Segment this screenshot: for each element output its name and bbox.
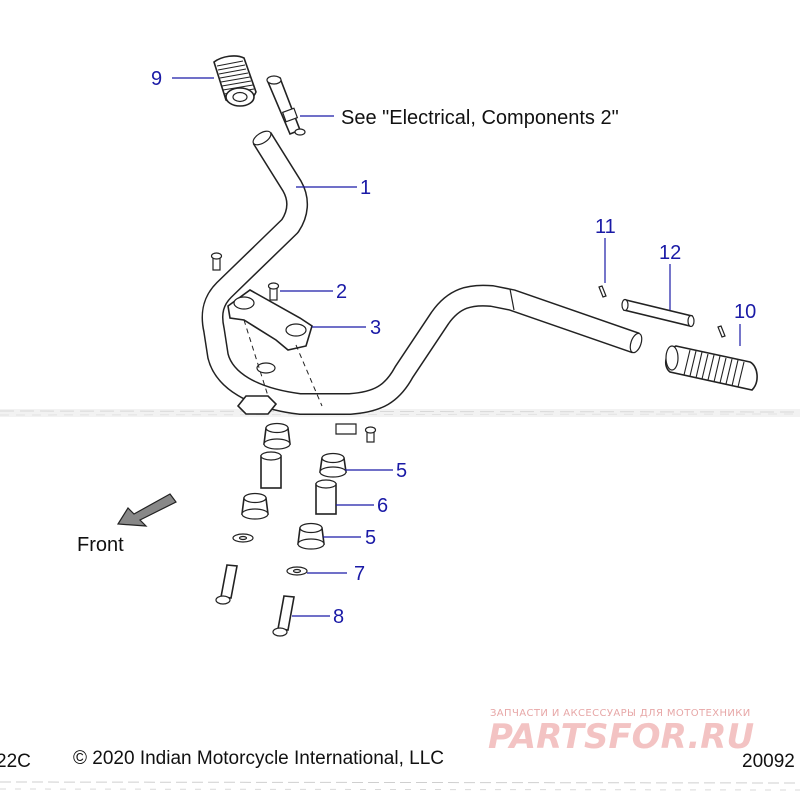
watermark-tagline: ЗАПЧАСТИ И АКСЕССУАРЫ ДЛЯ МОТОТЕХНИКИ [490,708,751,719]
front-arrow [116,493,177,527]
top-clamp [227,289,313,351]
callout-11: 11 [595,216,616,238]
callout-8: 8 [333,606,344,628]
riser-bolt-right [364,426,377,443]
left-bolt [215,564,238,605]
pin-right [717,325,726,338]
right-bushing-bottom [297,522,325,550]
callout-9: 9 [151,68,162,90]
diagram-code-right: 20092 [742,751,795,772]
right-grip [664,345,758,391]
callout-5-top: 5 [396,460,407,482]
throttle-sensor [266,75,306,136]
clamp-bolt-right [267,282,280,301]
handlebar [201,130,643,415]
right-bolt [272,595,295,637]
callout-6: 6 [377,495,388,517]
clamp-bolt-left [210,252,223,271]
pin-left [598,285,607,298]
electrical-reference-note: See "Electrical, Components 2" [341,107,619,129]
right-washer [286,566,308,576]
callout-10: 10 [734,301,756,323]
scan-band [0,409,800,791]
callout-5-bottom: 5 [365,527,376,549]
callout-3: 3 [370,317,381,339]
assembly-lines [243,319,323,407]
left-throttle-grip [213,55,257,107]
right-spacer [315,479,337,515]
right-bushing-top [319,452,347,478]
front-label: Front [77,534,124,556]
copyright-notice: © 2020 Indian Motorcycle International, … [73,748,444,769]
bar-end-shaft [621,298,695,328]
callout-2: 2 [336,281,347,303]
left-washer [232,533,254,543]
callout-1: 1 [360,177,371,199]
left-spacer [260,451,282,489]
top-right-bushing-faint [335,423,357,435]
leader-lines [172,77,741,617]
riser-base [236,362,278,415]
diagram-code-left: 22C [0,751,31,772]
left-bushing-bottom [241,492,269,520]
watermark-brand: PARTSFOR.RU [488,717,754,757]
watermark: ЗАПЧАСТИ И АКСЕССУАРЫ ДЛЯ МОТОТЕХНИКИ PA… [488,708,754,757]
left-bushing-top [263,422,291,450]
callout-12: 12 [659,242,681,264]
callout-7: 7 [354,563,365,585]
